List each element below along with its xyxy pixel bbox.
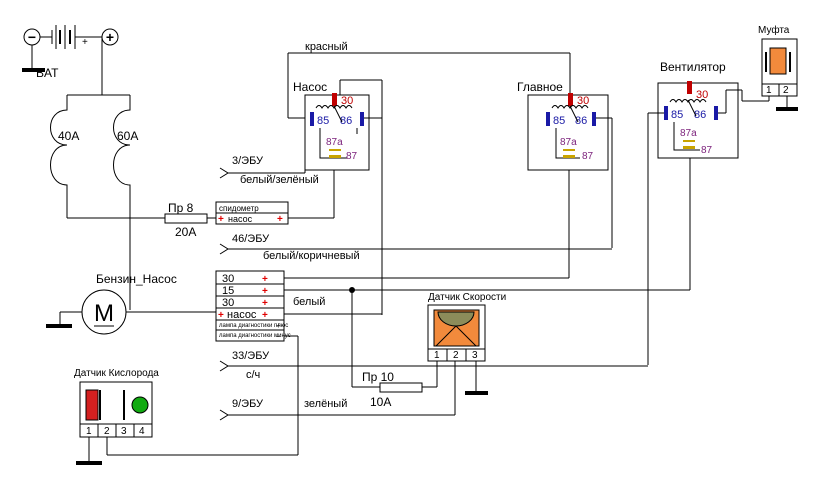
o2-sensing-element — [131, 396, 149, 414]
clutch: Муфта 1 2 — [726, 24, 798, 111]
speedo-row-label: насос — [228, 214, 253, 224]
svg-text:+: + — [262, 310, 268, 321]
fuse-10-name: Пр 10 — [362, 370, 394, 384]
svg-text:+: + — [262, 274, 268, 285]
svg-text:1: 1 — [434, 350, 440, 361]
relay-fan: Вентилятор 30 85 86 87a 87 — [647, 60, 739, 365]
oxygen-sensor-title: Датчик Кислорода — [74, 368, 159, 379]
svg-text:2: 2 — [104, 426, 110, 437]
wire-label-white-green: белый/зелёный — [240, 174, 319, 186]
relay-pump-title: Насос — [293, 80, 327, 94]
svg-text:86: 86 — [694, 109, 706, 121]
wire-label-red: красный — [305, 41, 348, 53]
speedo-block: спидометр + насос + — [215, 158, 335, 225]
svg-text:2: 2 — [783, 85, 789, 96]
svg-text:85: 85 — [553, 115, 565, 127]
wire-label-ecu33: 33/ЭБУ — [232, 350, 270, 362]
svg-text:3: 3 — [121, 426, 127, 437]
svg-text:+: + — [82, 37, 88, 48]
svg-text:85: 85 — [671, 109, 683, 121]
svg-text:86: 86 — [340, 115, 352, 127]
fuse-8-body — [164, 213, 208, 224]
wire-label-white-brown: белый/коричневый — [263, 250, 360, 262]
main-fuses: 40A 60A — [50, 94, 165, 310]
clutch-title: Муфта — [758, 24, 790, 36]
battery-label: BAT — [36, 66, 59, 80]
fuse-60a-label: 60A — [117, 129, 138, 143]
relay-pump: Насос 30 85 86 87a 87 — [293, 79, 383, 315]
fuel-pump: Бензин_Насос M — [46, 272, 216, 335]
svg-text:87a: 87a — [680, 128, 697, 139]
wire-label-ecu9: 9/ЭБУ — [232, 398, 264, 410]
svg-text:87: 87 — [701, 145, 713, 156]
wire-label-white: белый — [293, 296, 325, 308]
svg-text:+: + — [277, 214, 283, 225]
svg-text:1: 1 — [86, 426, 92, 437]
wire-label-green: зелёный — [304, 398, 347, 410]
svg-text:87a: 87a — [560, 137, 577, 148]
fuse-8-name: Пр 8 — [168, 201, 194, 215]
fuse-10-body — [379, 382, 423, 393]
svg-text:15: 15 — [222, 285, 234, 297]
fuse-8-rating: 20A — [175, 225, 196, 239]
fuse-10-rating: 10A — [370, 395, 391, 409]
fuse-60a-symbol — [113, 95, 131, 218]
svg-text:+: + — [262, 298, 268, 309]
speed-sensor: Датчик Скорости 1 2 3 — [427, 292, 506, 415]
svg-text:3: 3 — [472, 350, 478, 361]
svg-text:30: 30 — [222, 273, 234, 285]
fuse-10: Пр 10 10A — [362, 360, 438, 409]
relay-main: Главное 30 85 86 87a 87 — [517, 80, 613, 278]
svg-text:30: 30 — [222, 297, 234, 309]
battery-plus-sign: + — [106, 29, 114, 45]
ecu-wires: 3/ЭБУ белый/зелёный 46/ЭБУ белый/коричне… — [219, 118, 648, 421]
svg-text:M: M — [94, 300, 114, 327]
svg-text:1: 1 — [766, 85, 772, 96]
relay-fan-title: Вентилятор — [660, 60, 726, 74]
o2-heater-element — [85, 389, 99, 421]
wire-label-ecu3: 3/ЭБУ — [232, 155, 264, 167]
clutch-element — [769, 47, 787, 75]
svg-text:30: 30 — [341, 95, 353, 107]
battery: − + + BAT — [22, 25, 119, 95]
speedo-plus: + — [218, 214, 224, 225]
wire-label-ecu46: 46/ЭБУ — [232, 233, 270, 245]
fuse-8: Пр 8 20A — [164, 201, 216, 239]
svg-text:+: + — [218, 310, 224, 321]
svg-text:85: 85 — [317, 115, 329, 127]
svg-text:30: 30 — [696, 89, 708, 101]
svg-text:−: − — [276, 332, 281, 341]
connector-block: 30 + 15 + 30 + + насос + лампа диагности… — [215, 270, 690, 455]
svg-text:86: 86 — [575, 115, 587, 127]
svg-text:2: 2 — [453, 350, 459, 361]
connector-diag-minus: лампа диагностики минус — [219, 333, 291, 339]
svg-text:+: + — [276, 321, 281, 330]
fuse-40a-label: 40A — [58, 129, 79, 143]
speedo-title: спидометр — [219, 204, 259, 213]
svg-text:+: + — [262, 286, 268, 297]
svg-text:насос: насос — [227, 309, 257, 321]
svg-text:87: 87 — [346, 151, 358, 162]
connector-diag-plus: лампа диагностики плюс — [219, 323, 288, 329]
wire-label-sch: с/ч — [246, 369, 260, 381]
svg-text:30: 30 — [577, 95, 589, 107]
svg-text:4: 4 — [139, 426, 145, 437]
oxygen-sensor: Датчик Кислорода 1 2 3 4 — [74, 368, 298, 465]
fuse-40a-symbol — [50, 95, 68, 218]
battery-minus-sign: − — [28, 29, 36, 45]
svg-text:87: 87 — [582, 151, 594, 162]
speed-sensor-title: Датчик Скорости — [428, 292, 506, 303]
svg-text:87a: 87a — [326, 137, 343, 148]
relay-main-title: Главное — [517, 80, 563, 94]
fuel-pump-title: Бензин_Насос — [96, 272, 177, 286]
red-wire: красный — [287, 41, 571, 119]
